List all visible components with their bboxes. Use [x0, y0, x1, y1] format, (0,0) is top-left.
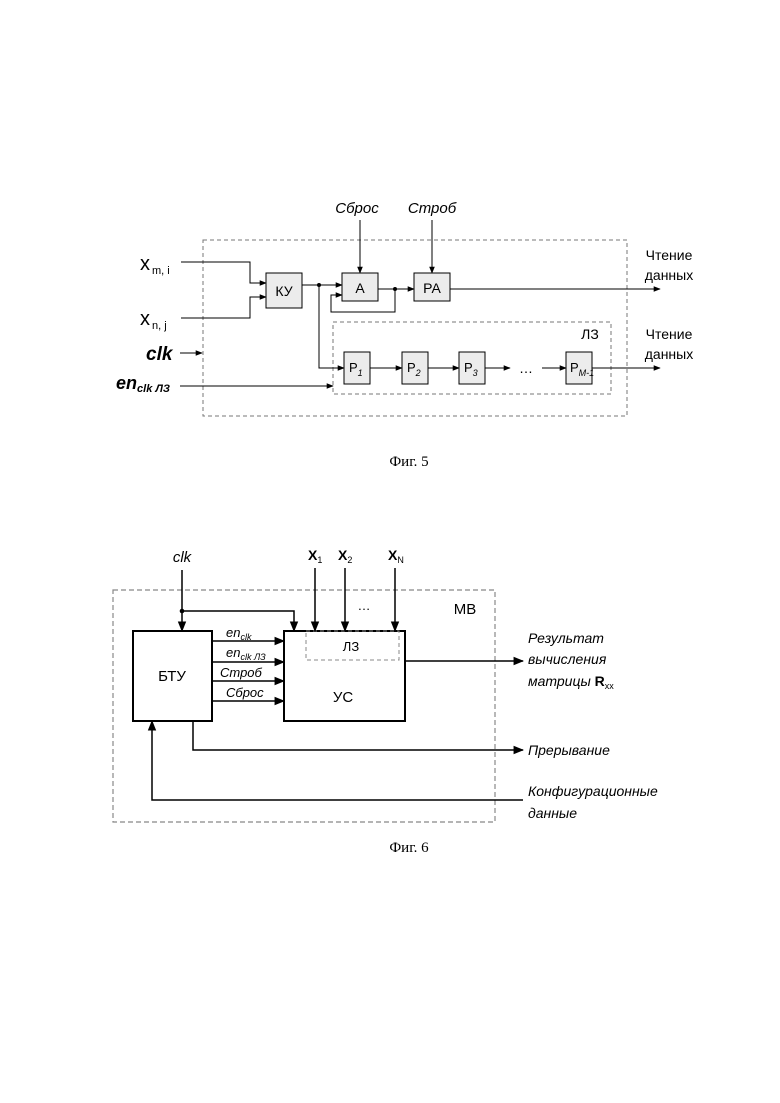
- fig5-boundary: [203, 240, 627, 416]
- input-xnj-label: xn, j: [140, 308, 167, 332]
- reset-label: Сброс: [335, 200, 379, 217]
- fig5-caption: Фиг. 5: [389, 454, 428, 470]
- lz-label: ЛЗ: [581, 326, 599, 342]
- input-xmi-label: xm, i: [140, 253, 170, 277]
- pa-label: РА: [423, 280, 441, 296]
- ku-label: КУ: [275, 283, 292, 299]
- en-clk-lz-label: enclk ЛЗ: [226, 645, 266, 662]
- figure-5: xm, i xn, j clk enclk ЛЗ Сброс Строб КУ …: [116, 200, 693, 470]
- register-ellipsis: …: [519, 360, 533, 376]
- xn-label: XN: [388, 547, 404, 565]
- figure-6: МВ БТУ ЛЗ УС clk X1 X2 XN … enclk enclk …: [113, 547, 658, 856]
- x1-label: X1: [308, 547, 322, 565]
- input-en-lz-label: enclk ЛЗ: [116, 373, 170, 395]
- strobe-label: Строб: [408, 200, 457, 217]
- output-2-line2: данных: [645, 346, 693, 362]
- us-label: УС: [333, 689, 354, 706]
- strobe6-label: Строб: [220, 665, 263, 680]
- interrupt-label: Прерывание: [528, 742, 610, 758]
- wire-config: [152, 721, 523, 800]
- input-ellipsis: …: [358, 598, 371, 613]
- btu-label: БТУ: [158, 668, 186, 685]
- config-line2: данные: [528, 805, 577, 821]
- output-1-line1: Чтение: [646, 247, 693, 263]
- a-label: А: [355, 280, 365, 296]
- wire-xnj: [181, 297, 266, 318]
- output-2-line1: Чтение: [646, 326, 693, 342]
- result-line3: матрицы Rxx: [528, 673, 614, 691]
- reset6-label: Сброс: [226, 685, 264, 700]
- fig6-caption: Фиг. 6: [389, 840, 429, 856]
- en-clk-label: enclk: [226, 625, 252, 642]
- config-line1: Конфигурационные: [528, 783, 658, 799]
- output-1-line2: данных: [645, 267, 693, 283]
- lz-inner-label: ЛЗ: [343, 639, 360, 654]
- result-line1: Результат: [528, 630, 604, 646]
- wire-xmi: [181, 262, 266, 283]
- input-clk-label: clk: [146, 344, 174, 365]
- x2-label: X2: [338, 547, 352, 565]
- mv-label: МВ: [454, 601, 477, 618]
- wire-interrupt: [193, 721, 523, 750]
- result-line2: вычисления: [528, 651, 607, 667]
- clk6-label: clk: [173, 549, 193, 566]
